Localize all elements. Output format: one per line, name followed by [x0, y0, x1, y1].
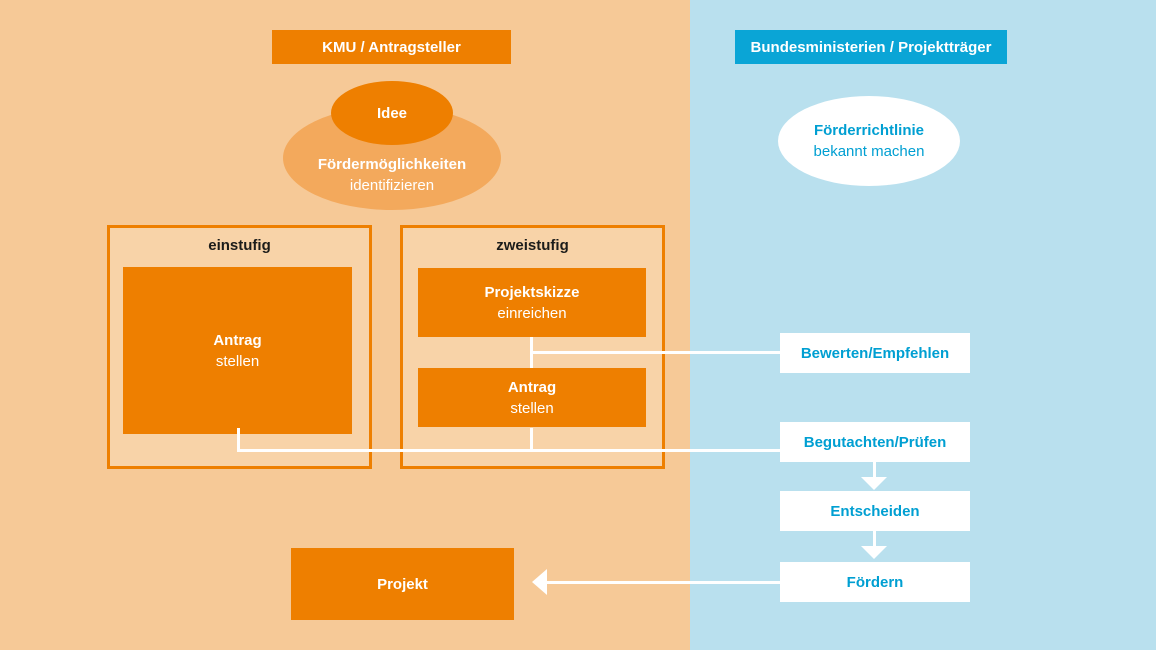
- single-stage-title: einstufig: [208, 237, 271, 254]
- two-stage-title: zweistufig: [496, 237, 569, 254]
- connector-single-application-down-line: [237, 428, 240, 452]
- funding-guideline-label-bold: Förderrichtlinie: [813, 122, 924, 139]
- ministries-header: Bundesministerien / Projektträger: [735, 30, 1007, 64]
- connector-applications-to-review-line: [237, 449, 780, 452]
- arrow-down-review-to-decide-stem: [873, 462, 876, 478]
- funding-guideline-label: Förderrichtlinie bekannt machen: [814, 120, 925, 162]
- ministries-region-background: [690, 0, 1156, 650]
- project-box: Projekt: [291, 548, 514, 620]
- arrow-down-decide-to-fund-stem: [873, 531, 876, 547]
- project-sketch-box: Projektskizze einreichen: [418, 268, 646, 337]
- project-sketch-rest: einreichen: [497, 304, 567, 322]
- funding-guideline-label-rest: bekannt machen: [813, 143, 925, 160]
- connector-two-application-down-line: [530, 428, 533, 452]
- connector-sketch-to-evaluate-line: [530, 351, 780, 354]
- step-box-evaluate-recommend: Bewerten/Empfehlen: [780, 333, 970, 373]
- funding-guideline-ellipse: Förderrichtlinie bekannt machen: [778, 96, 960, 186]
- single-stage-application-box: Antrag stellen: [123, 267, 352, 434]
- single-stage-application-bold: Antrag: [213, 331, 262, 349]
- step-box-decide: Entscheiden: [780, 491, 970, 531]
- identify-funding-label-rest: identifizieren: [349, 177, 435, 194]
- project-sketch-bold: Projektskizze: [484, 283, 580, 301]
- kmu-header: KMU / Antragsteller: [272, 30, 511, 64]
- arrow-left-fund-to-project-icon: [532, 569, 547, 595]
- identify-funding-label: Fördermöglichkeiten identifizieren: [318, 154, 466, 210]
- arrow-left-fund-to-project-line: [546, 581, 780, 584]
- arrow-down-review-to-decide-icon: [861, 477, 887, 490]
- two-stage-application-rest: stellen: [510, 399, 554, 417]
- two-stage-application-bold: Antrag: [507, 378, 557, 396]
- two-stage-application-box: Antrag stellen: [418, 368, 646, 427]
- identify-funding-label-bold: Fördermöglichkeiten: [317, 156, 467, 173]
- idea-ellipse: Idee: [331, 81, 453, 145]
- arrow-down-decide-to-fund-icon: [861, 546, 887, 559]
- single-stage-application-rest: stellen: [215, 352, 260, 370]
- step-box-review-check: Begutachten/Prüfen: [780, 422, 970, 462]
- step-box-fund: Fördern: [780, 562, 970, 602]
